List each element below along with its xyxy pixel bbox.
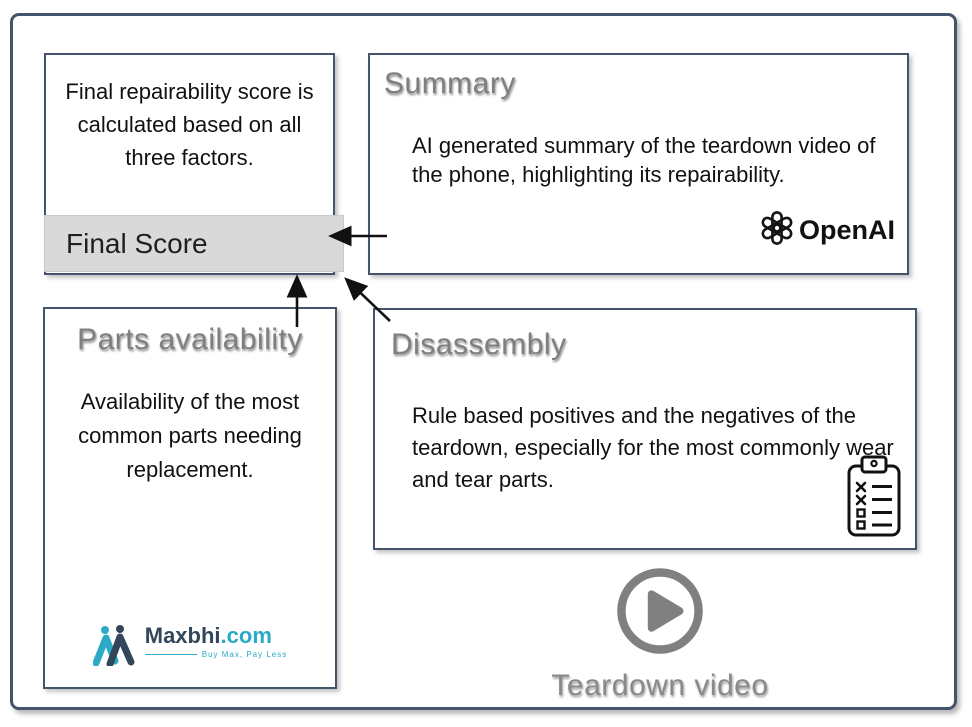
disassembly-title: Disassembly xyxy=(391,328,567,361)
maxbhi-wordmark: Maxbhi.com xyxy=(144,623,272,648)
parts-availability-description: Availability of the most common parts ne… xyxy=(78,389,302,482)
maxbhi-logo: Maxbhi.com Buy Max, Pay Less xyxy=(45,624,335,671)
summary-box: Summary AI generated summary of the tear… xyxy=(368,53,909,275)
disassembly-description: Rule based positives and the negatives o… xyxy=(412,403,894,492)
parts-availability-title: Parts availability xyxy=(77,323,303,356)
final-score-label: Final Score xyxy=(66,227,208,259)
maxbhi-tagline: Buy Max, Pay Less xyxy=(144,650,287,659)
parts-availability-box: Parts availability Availability of the m… xyxy=(43,307,337,689)
play-icon[interactable] xyxy=(613,564,707,663)
openai-wordmark: OpenAI xyxy=(798,215,895,245)
teardown-video-label: Teardown video xyxy=(551,669,769,702)
final-score-bar: Final Score xyxy=(44,215,344,272)
openai-knot-icon xyxy=(759,210,795,251)
teardown-video-group: Teardown video xyxy=(500,564,820,703)
clipboard-checklist-icon xyxy=(846,455,902,544)
final-score-description: Final repairability score is calculated … xyxy=(65,79,314,170)
tagline-rule xyxy=(144,654,197,655)
disassembly-box: Disassembly Rule based positives and the… xyxy=(373,308,917,550)
final-score-box: Final repairability score is calculated … xyxy=(44,53,344,275)
maxbhi-people-icon xyxy=(92,624,137,671)
summary-title: Summary xyxy=(384,67,516,100)
summary-description: AI generated summary of the teardown vid… xyxy=(412,133,876,187)
openai-logo: OpenAI xyxy=(759,210,895,251)
